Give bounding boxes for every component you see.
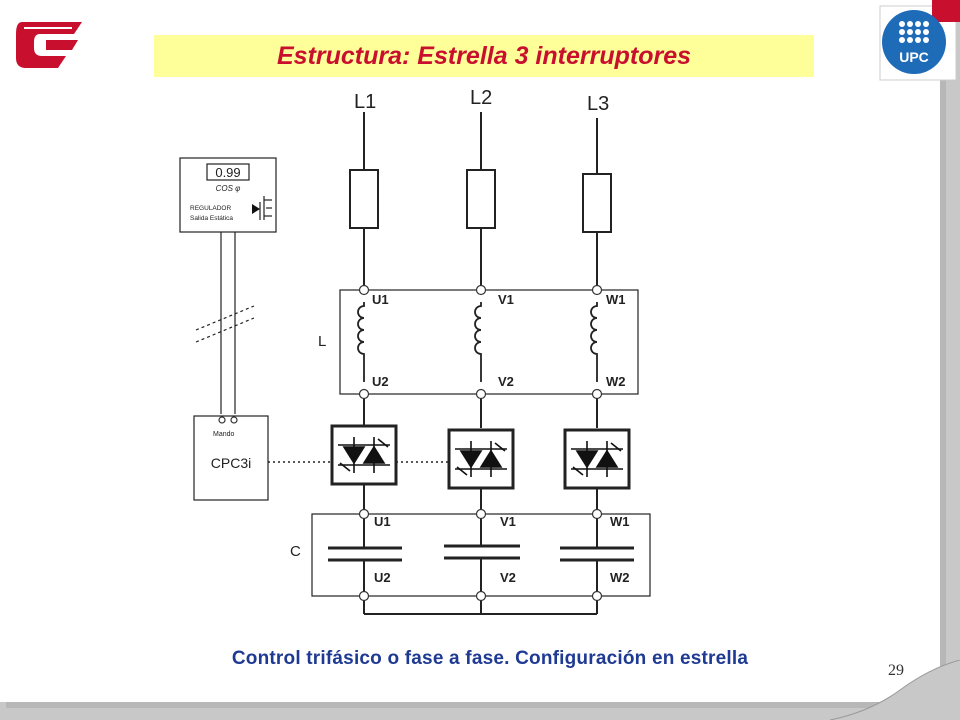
phase-label-l2: L2 <box>470 87 492 109</box>
title-bar: Estructura: Estrella 3 interruptores <box>154 35 814 77</box>
inductor-block-label: L <box>318 333 326 350</box>
page-curl <box>830 660 960 720</box>
terminal-v1-bottom: V1 <box>500 514 516 529</box>
terminal-u2-bottom: U2 <box>374 570 391 585</box>
regulator-display: 0.99 <box>215 165 240 180</box>
terminal-u2-top: U2 <box>372 374 389 389</box>
controller-mando-label: Mando <box>213 431 235 438</box>
phase-label-l3: L3 <box>587 93 609 115</box>
page-number: 29 <box>888 662 904 679</box>
terminal-w2-bottom: W2 <box>610 570 630 585</box>
regulator-cos-label: COS φ <box>216 184 241 193</box>
slide <box>0 0 940 702</box>
terminal-w2-top: W2 <box>606 374 626 389</box>
company-logo <box>16 22 82 68</box>
terminal-u1-top: U1 <box>372 292 389 307</box>
terminal-u1-bottom: U1 <box>374 514 391 529</box>
regulator-line1: REGULADOR <box>190 205 231 212</box>
page-title: Estructura: Estrella 3 interruptores <box>276 41 691 70</box>
caption: Control trifásico o fase a fase. Configu… <box>231 648 749 669</box>
terminal-w1-top: W1 <box>606 292 626 307</box>
upc-logo-text: UPC <box>899 49 929 65</box>
capacitor-block-label: C <box>290 543 301 560</box>
controller-name: CPC3i <box>211 455 251 471</box>
regulator-line2: Salida Estática <box>190 215 233 222</box>
terminal-v2-top: V2 <box>498 374 514 389</box>
upc-logo: UPC <box>879 0 960 81</box>
terminal-v2-bottom: V2 <box>500 570 516 585</box>
phase-label-l1: L1 <box>354 91 376 113</box>
terminal-w1-bottom: W1 <box>610 514 630 529</box>
terminal-v1-top: V1 <box>498 292 514 307</box>
